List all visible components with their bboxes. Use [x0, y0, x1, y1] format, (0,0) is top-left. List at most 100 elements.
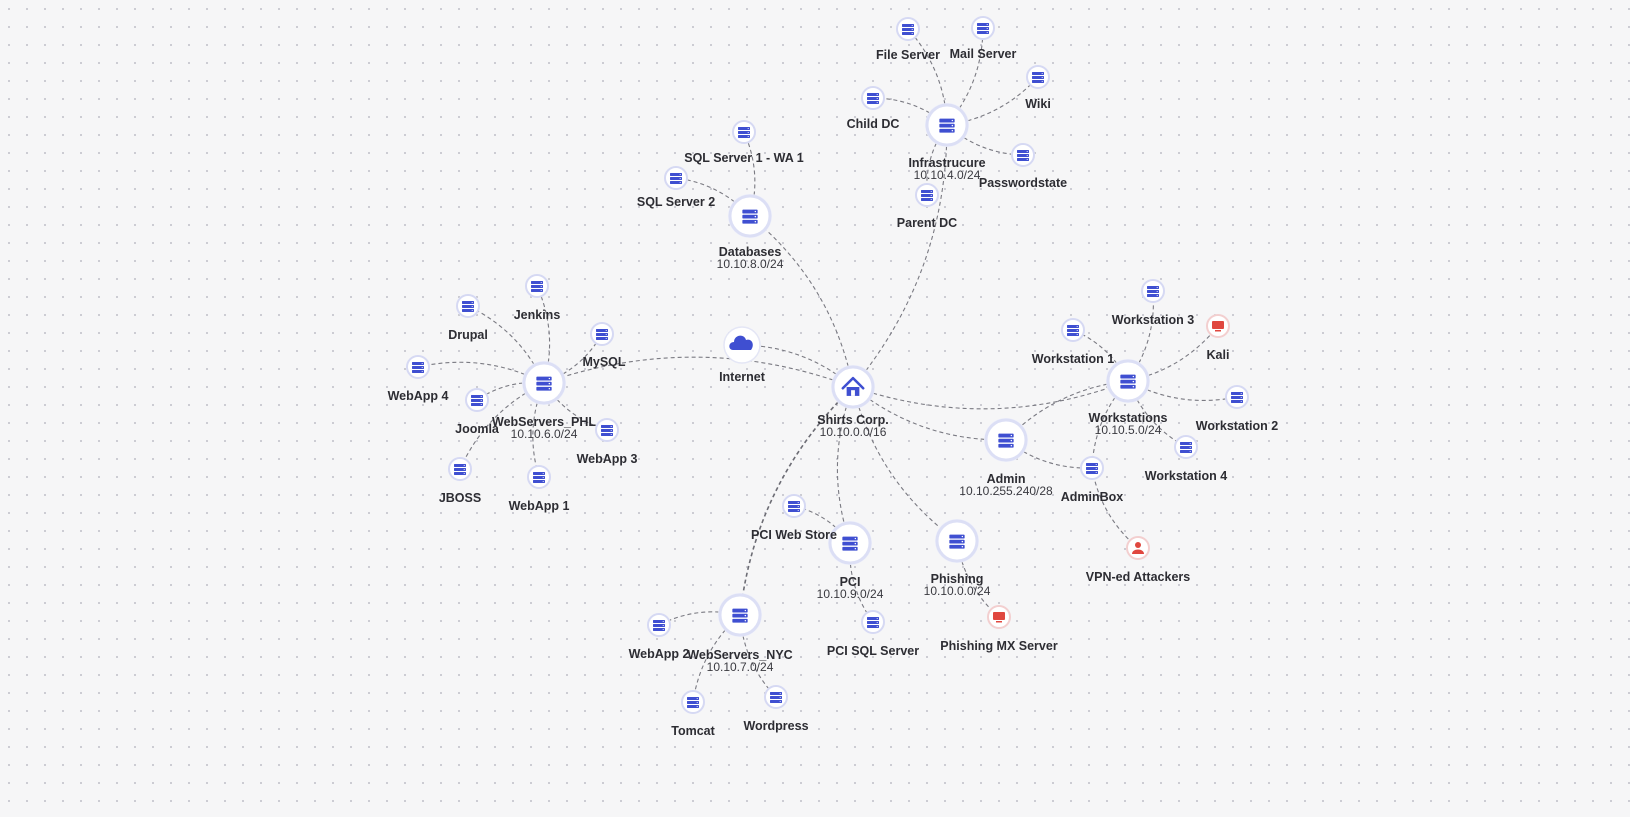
- node-pcisql[interactable]: PCI SQL Server: [827, 610, 919, 658]
- node-ws3[interactable]: Workstation 3: [1112, 279, 1194, 327]
- server-icon: [536, 376, 552, 391]
- node-wordpress[interactable]: Wordpress: [743, 685, 809, 733]
- node-pciweb[interactable]: PCI Web Store: [751, 494, 837, 542]
- edge-shirts-workstations: [852, 380, 1129, 410]
- node-label: MySQL: [582, 355, 625, 369]
- server-icon: [1180, 442, 1192, 453]
- node-label: VPN-ed Attackers: [1086, 570, 1190, 584]
- node-webapp1[interactable]: WebApp 1: [509, 465, 570, 513]
- edge-workstations-ws2: [1127, 380, 1238, 401]
- node-subnet: 10.10.6.0/24: [511, 427, 578, 441]
- node-ws2[interactable]: Workstation 2: [1196, 385, 1278, 433]
- edge-shirts-databases: [749, 215, 854, 388]
- node-label: WebServers_PHL: [492, 415, 596, 429]
- node-joomla[interactable]: Joomla: [455, 388, 500, 436]
- node-parentdc[interactable]: Parent DC: [897, 183, 957, 230]
- server-icon: [462, 301, 474, 312]
- node-passwordstate[interactable]: Passwordstate: [979, 143, 1067, 190]
- node-phishmx[interactable]: Phishing MX Server: [940, 605, 1058, 653]
- node-tomcat[interactable]: Tomcat: [671, 690, 716, 738]
- monitor-icon: [993, 612, 1005, 623]
- edge-shirts-infra: [852, 124, 948, 388]
- node-label: Admin: [987, 472, 1026, 486]
- edge-shirts-webphl: [543, 356, 854, 388]
- node-kali[interactable]: Kali: [1206, 314, 1230, 362]
- node-vpn[interactable]: VPN-ed Attackers: [1086, 536, 1190, 584]
- server-icon: [902, 24, 914, 35]
- server-icon: [842, 536, 858, 551]
- server-icon: [533, 472, 545, 483]
- node-label: PCI SQL Server: [827, 644, 919, 658]
- server-icon: [770, 692, 782, 703]
- node-label: File Server: [876, 48, 940, 62]
- server-icon: [867, 617, 879, 628]
- user-icon: [1132, 542, 1144, 554]
- node-label: Workstation 2: [1196, 419, 1278, 433]
- node-label: Phishing: [931, 572, 984, 586]
- node-subnet: 10.10.0.0/24: [924, 584, 991, 598]
- node-internet[interactable]: Internet: [719, 326, 766, 384]
- node-label: JBOSS: [439, 491, 481, 505]
- server-icon: [670, 173, 682, 184]
- node-mysql[interactable]: MySQL: [582, 322, 626, 369]
- node-subnet: 10.10.8.0/24: [717, 257, 784, 271]
- node-label: Tomcat: [671, 724, 715, 738]
- server-icon: [412, 362, 424, 373]
- node-subnet: 10.10.7.0/24: [707, 660, 774, 674]
- node-mailserver[interactable]: Mail Server: [950, 16, 1017, 61]
- node-label: Jenkins: [514, 308, 561, 322]
- node-jboss[interactable]: JBOSS: [439, 457, 481, 505]
- server-icon: [1067, 325, 1079, 336]
- node-label: Drupal: [448, 328, 488, 342]
- node-drupal[interactable]: Drupal: [448, 294, 488, 342]
- server-icon: [601, 425, 613, 436]
- node-adminbox[interactable]: AdminBox: [1061, 456, 1124, 504]
- edge-shirts-pci: [836, 386, 854, 544]
- node-label: WebServers_NYC: [687, 648, 792, 662]
- node-label: Workstation 3: [1112, 313, 1194, 327]
- server-icon: [788, 501, 800, 512]
- node-webapp2[interactable]: WebApp 2: [629, 613, 690, 661]
- node-ws4[interactable]: Workstation 4: [1145, 435, 1227, 483]
- node-label: SQL Server 2: [637, 195, 715, 209]
- node-label: Parent DC: [897, 216, 957, 230]
- edge-shirts-webnyc: [739, 386, 854, 616]
- node-label: PCI Web Store: [751, 528, 837, 542]
- node-label: WebApp 1: [509, 499, 570, 513]
- monitor-icon: [1212, 321, 1224, 332]
- node-label: Workstation 1: [1032, 352, 1114, 366]
- node-label: AdminBox: [1061, 490, 1124, 504]
- node-childdc[interactable]: Child DC: [847, 86, 900, 131]
- node-label: Internet: [719, 370, 766, 384]
- edge-webphl-jboss: [459, 382, 545, 470]
- cloud-icon: [729, 335, 753, 350]
- node-subnet: 10.10.255.240/28: [959, 484, 1053, 498]
- node-label: WebApp 2: [629, 647, 690, 661]
- server-icon: [738, 127, 750, 138]
- node-webapp4[interactable]: WebApp 4: [388, 355, 449, 403]
- node-label: Workstation 4: [1145, 469, 1227, 483]
- server-icon: [653, 620, 665, 631]
- node-fileserver[interactable]: File Server: [876, 17, 940, 62]
- node-shirts[interactable]: Shirts Corp.10.10.0.0/16: [817, 365, 889, 439]
- node-ws1[interactable]: Workstation 1: [1032, 318, 1114, 366]
- node-label: Kali: [1207, 348, 1230, 362]
- node-sql2[interactable]: SQL Server 2: [637, 166, 715, 209]
- node-label: PCI: [840, 575, 861, 589]
- node-wiki[interactable]: Wiki: [1025, 65, 1051, 111]
- node-webapp3[interactable]: WebApp 3: [577, 418, 638, 466]
- node-subnet: 10.10.4.0/24: [914, 168, 981, 182]
- edge-shirts-phishing: [852, 386, 958, 542]
- node-jenkins[interactable]: Jenkins: [514, 274, 561, 322]
- server-icon: [1147, 286, 1159, 297]
- node-sql1[interactable]: SQL Server 1 - WA 1: [684, 120, 804, 165]
